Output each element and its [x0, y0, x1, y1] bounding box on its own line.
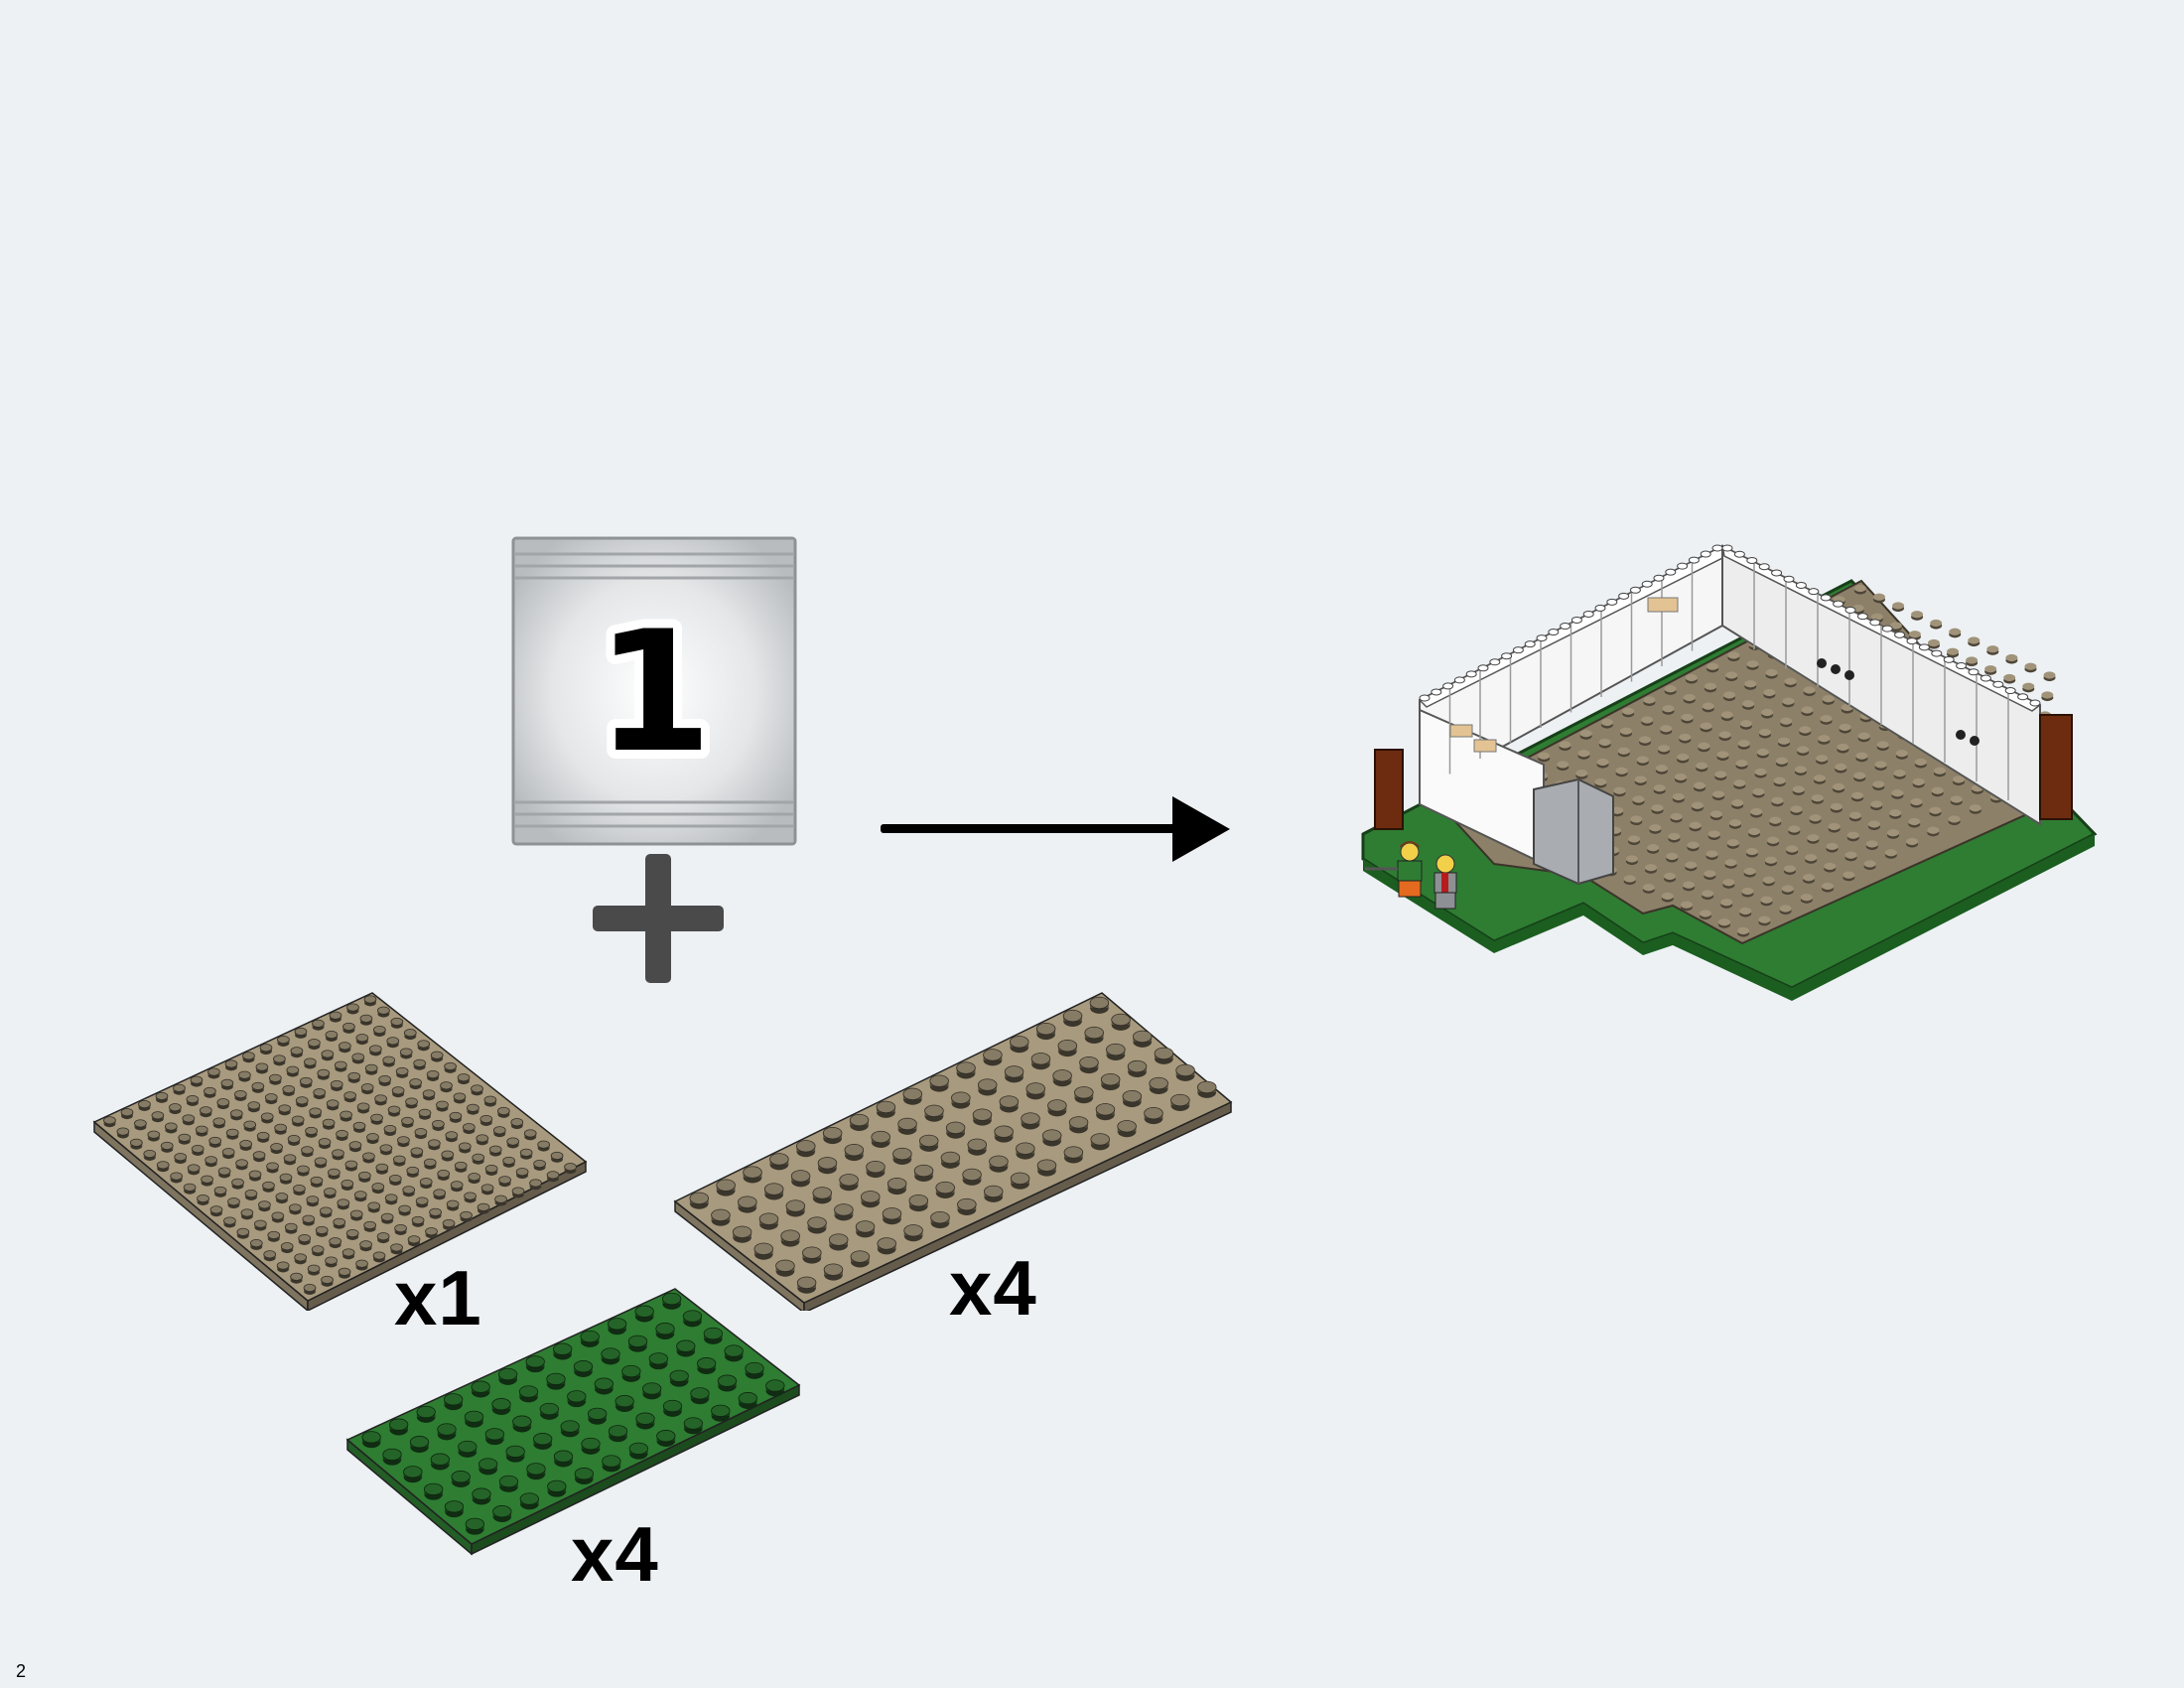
- studs: [689, 996, 1217, 1294]
- plus-icon: [593, 854, 724, 983]
- bag-1-icon: 1: [511, 536, 797, 846]
- arrow-right-icon: [881, 796, 1230, 862]
- quantity-label-tan-6x16: x4: [949, 1244, 1037, 1332]
- minifigure-green-jacket: [1365, 841, 1423, 898]
- model-brown-post-right: [2039, 714, 2073, 820]
- quantity-label-tan-16x16: x1: [394, 1254, 482, 1341]
- completed-model-image: [1361, 544, 2098, 1001]
- model-grey-appliance: [1533, 777, 1614, 886]
- studs: [103, 995, 577, 1296]
- minifigure-grey-suit: [1433, 854, 1457, 910]
- part-tan-plate-16x16: [92, 992, 588, 1311]
- part-green-plate-6x12: [345, 1288, 801, 1556]
- model-brown-post-left: [1374, 749, 1404, 830]
- quantity-label-green-6x12: x4: [571, 1510, 659, 1598]
- bag-number: 1: [597, 595, 713, 789]
- page-number: 2: [16, 1661, 27, 1681]
- part-tan-plate-6x16: [673, 992, 1233, 1311]
- studs: [361, 1292, 785, 1535]
